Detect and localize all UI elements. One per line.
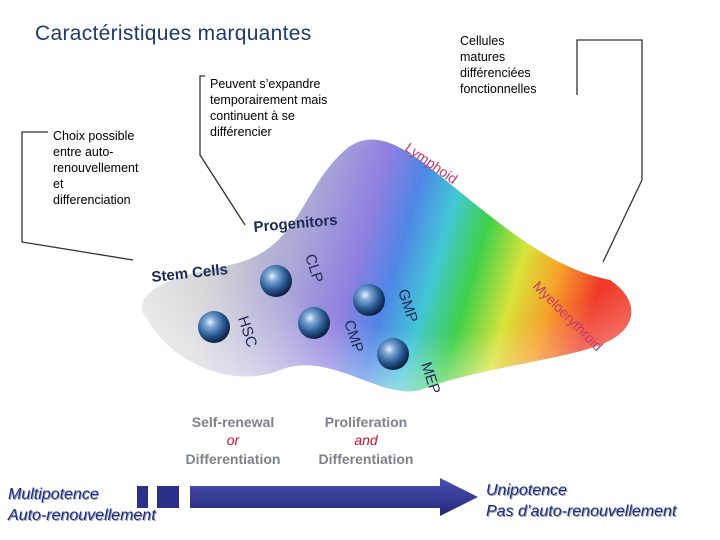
note-line: Cellules — [460, 34, 505, 48]
callout-right — [576, 39, 643, 263]
self-renewal-label: Self-renewal — [192, 414, 274, 430]
note-progenitors: Peuvent s’expandre temporairement mais c… — [210, 76, 380, 140]
note-line: temporairement mais — [210, 93, 328, 107]
self-renewal-title: Auto-renouvellement — [8, 507, 156, 524]
note-line: et — [53, 177, 64, 191]
note-line: matures — [460, 50, 506, 64]
note-line: continuent à se — [210, 109, 295, 123]
multipotence-label: Multipotence Auto-renouvellement — [8, 484, 156, 526]
arrow-block-1 — [137, 486, 148, 508]
or-label: or — [227, 432, 241, 448]
landscape-shading — [141, 139, 632, 392]
unipotence-title: Unipotence — [486, 482, 567, 499]
differentiation-label-1: Differentiation — [186, 451, 281, 467]
multipotence-title: Multipotence — [8, 486, 99, 503]
unipotence-label: Unipotence Pas d’auto-renouvellement — [486, 480, 676, 522]
note-line: differenciation — [53, 193, 131, 207]
note-line: différenciées — [460, 66, 531, 80]
note-line: Peuvent s’expandre — [210, 77, 321, 91]
differentiation-label-2: Differentiation — [319, 451, 414, 467]
hsc-cell — [198, 311, 230, 343]
callout-left — [21, 131, 134, 261]
no-self-renewal-title: Pas d’auto-renouvellement — [486, 503, 677, 520]
gmp-cell — [353, 284, 385, 316]
note-line: renouvellement — [53, 161, 139, 175]
page-title: Caractéristiques marquantes — [35, 22, 312, 45]
and-label: and — [354, 432, 379, 448]
note-line: entre auto- — [53, 145, 114, 159]
note-mature-cells: Cellules matures différenciées fonctionn… — [460, 33, 570, 97]
note-line: différencier — [210, 125, 272, 139]
cmp-cell — [298, 307, 330, 339]
mep-cell — [377, 338, 409, 370]
arrow-shaft — [190, 478, 478, 516]
clp-cell — [260, 265, 292, 297]
note-stem-cell-choice: Choix possible entre auto- renouvellemen… — [53, 128, 168, 208]
callout-middle — [199, 75, 246, 226]
note-line: fonctionnelles — [460, 82, 537, 96]
arrow-block-2 — [157, 486, 179, 508]
progression-arrow — [137, 478, 478, 516]
note-line: Choix possible — [53, 129, 135, 143]
proliferation-label: Proliferation — [325, 414, 407, 430]
